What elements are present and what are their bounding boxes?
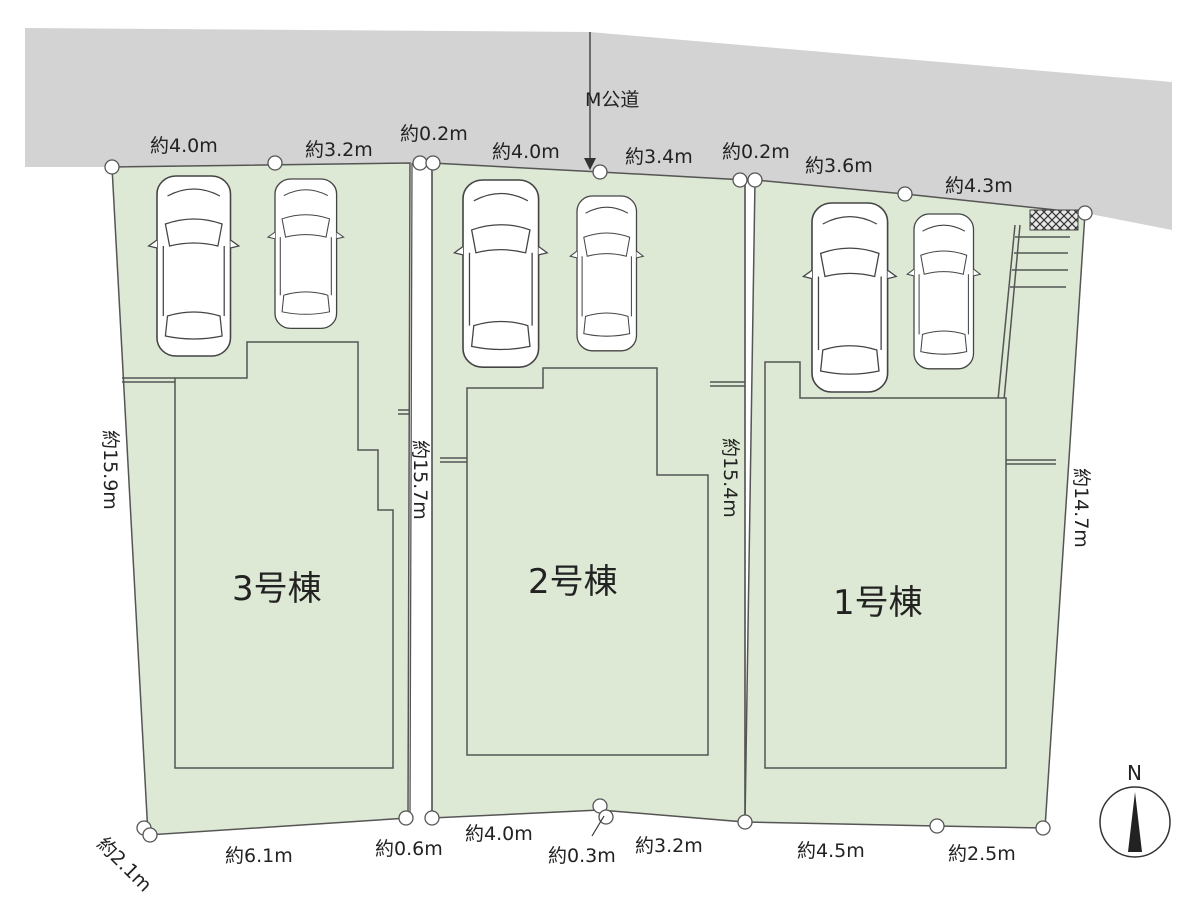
car-icon bbox=[802, 202, 898, 393]
dim-side-2: 約15.7m bbox=[409, 440, 431, 520]
north-compass-icon: N bbox=[1099, 761, 1171, 858]
building-2 bbox=[466, 367, 709, 756]
dim-top-4: 約4.0m bbox=[492, 141, 560, 163]
dim-top-7: 約3.6m bbox=[805, 155, 873, 177]
car-icon bbox=[267, 178, 345, 330]
dim-bottom-5: 約0.3m bbox=[548, 845, 616, 867]
dim-bottom-2: 約6.1m bbox=[225, 845, 293, 867]
dim-bottom-6: 約3.2m bbox=[635, 835, 703, 857]
car-icon bbox=[453, 179, 549, 369]
dim-bottom-8: 約2.5m bbox=[948, 843, 1016, 865]
public-road bbox=[25, 28, 1172, 230]
arrow-icon bbox=[584, 158, 596, 170]
dim-side-3: 約15.4m bbox=[719, 438, 741, 518]
dim-top-8: 約4.3m bbox=[945, 175, 1013, 197]
hatched-area bbox=[1029, 209, 1079, 231]
steps bbox=[997, 224, 1070, 401]
dim-top-5: 約3.4m bbox=[625, 146, 693, 168]
dim-top-3: 約0.2m bbox=[400, 123, 468, 145]
dim-bottom-4: 約4.0m bbox=[465, 823, 533, 845]
dim-bottom-1: 約2.1m bbox=[92, 833, 155, 896]
car-icon bbox=[147, 175, 240, 357]
dim-side-1: 約15.9m bbox=[99, 430, 121, 510]
dim-top-2: 約3.2m bbox=[305, 139, 373, 161]
dim-top-1: 約4.0m bbox=[150, 135, 218, 157]
building-2-label: 2号棟 bbox=[528, 562, 618, 602]
dim-side-4: 約14.7m bbox=[1070, 468, 1092, 548]
car-icon bbox=[569, 195, 644, 352]
building-3-label: 3号棟 bbox=[232, 569, 322, 609]
dim-bottom-3: 約0.6m bbox=[375, 838, 443, 860]
compass-label: N bbox=[1127, 761, 1142, 785]
boundary-markers bbox=[104, 155, 1093, 843]
building-1-label: 1号棟 bbox=[833, 583, 923, 623]
dim-top-6: 約0.2m bbox=[722, 141, 790, 163]
dim-bottom-7: 約4.5m bbox=[797, 840, 865, 862]
road-label: M公道 bbox=[585, 89, 639, 111]
building-1 bbox=[764, 361, 1007, 769]
car-icon bbox=[906, 213, 981, 370]
building-3 bbox=[174, 341, 394, 769]
